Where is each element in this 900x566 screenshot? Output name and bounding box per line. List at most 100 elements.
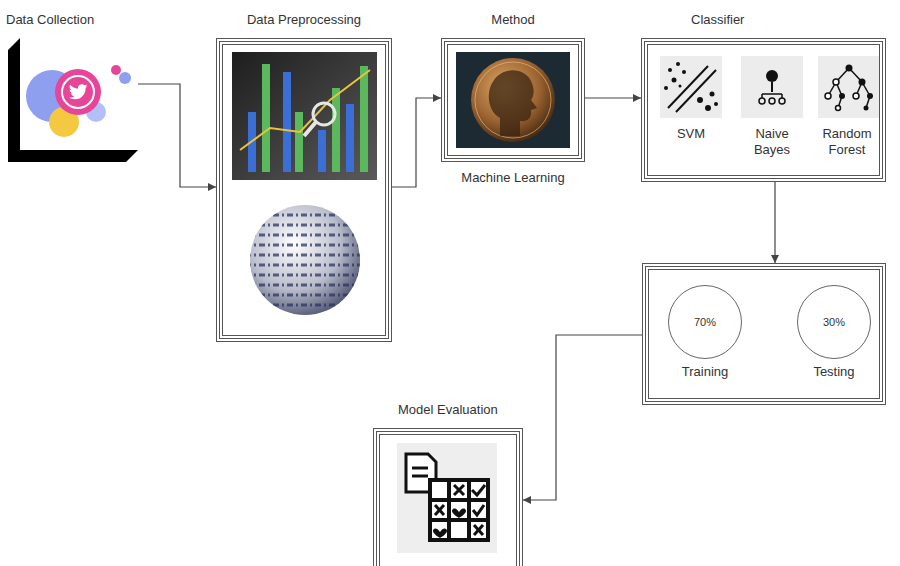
random-forest-icon [818,56,880,118]
random-forest-icon [853,93,859,99]
evaluation-grid-icon [452,509,466,519]
web-sphere-picture [232,195,377,325]
random-forest-icon [839,93,845,99]
web-sphere-picture [245,284,365,287]
evaluation-grid-icon [435,505,444,515]
random-forest-icon [859,79,866,86]
stage-heading: Classifier [691,12,744,28]
evaluation-grid-icon [447,480,451,540]
bar-chart-picture [262,64,270,172]
naive-bayes-icon [741,56,803,118]
evaluation-grid-icon [433,529,447,539]
coin-head-picture [489,70,537,136]
bar-chart-picture [295,112,303,172]
coin-head-picture [456,52,570,148]
evaluation-grid-icon [430,498,488,502]
web-sphere-picture [245,264,365,267]
twitter-bubbles [55,69,101,115]
box-caption: Machine Learning [431,170,595,186]
web-sphere-picture [245,224,365,227]
process-box: Data Preprocessing [216,38,392,342]
svm-icon [705,105,711,111]
random-forest-icon [836,106,841,111]
web-sphere-picture [245,215,365,305]
bar-chart-picture [304,122,316,136]
random-forest-icon [846,65,853,72]
evaluation-grid-icon [472,485,485,495]
process-box: ClassifierSVMNaive BayesRandom Forest [641,38,886,182]
split-box: 70%Training30%Testing [642,263,886,405]
random-forest-icon [864,106,869,111]
evaluation-grid-icon [474,525,483,535]
evaluation-grid-icon [454,485,464,495]
naive-bayes-icon [766,70,778,82]
naive-bayes-icon [779,98,785,104]
svm-icon [714,102,718,106]
random-forest-icon [828,68,870,108]
process-box: MethodMachine Learning [441,38,585,162]
split-percent: 30% [798,314,870,330]
coin-head-picture [456,52,570,148]
random-forest-icon [833,79,839,85]
naive-bayes-icon [762,93,782,95]
stage-heading: Data Collection [6,12,94,28]
twitter-bubbles [119,72,131,84]
bar-chart-picture [318,130,326,172]
bar-chart-picture [232,52,377,180]
random-forest-icon [867,93,873,99]
bar-chart-picture [360,66,368,172]
web-sphere-picture [245,304,365,307]
bar-chart-picture [346,104,354,172]
bar-chart-picture [283,72,291,172]
naive-bayes-icon [741,56,803,118]
coin-head-picture [471,58,555,142]
stage-heading: Model Evaluation [398,402,498,418]
evaluation-grid-icon [430,480,488,540]
split-circle: 70%Training [668,285,742,359]
classifier-item: Naive Bayes [736,52,808,160]
svm-icon [660,56,722,118]
bar-chart-picture [313,103,335,125]
bar-chart-picture [332,88,340,172]
svm-icon [682,70,686,74]
source-box: Data Collection [20,38,138,150]
random-forest-icon [818,56,880,118]
evaluation-grid-icon [467,480,471,540]
svm-icon [710,92,715,97]
split-label: Training [655,364,755,380]
evaluation-grid-icon [397,443,497,553]
split-percent: 70% [669,314,741,330]
evaluation-grid-icon [474,525,483,535]
web-sphere-picture [232,195,377,325]
cube-icon [8,38,138,162]
svm-icon [679,85,682,88]
evaluation-grid-icon [473,505,484,515]
stage-heading: Data Preprocessing [216,12,392,28]
web-sphere-picture [245,294,365,297]
split-circle: 30%Testing [797,285,871,359]
svm-icon [676,70,716,112]
naive-bayes-icon [771,82,773,92]
twitter-bubbles [26,65,131,137]
evaluation-grid-icon [435,505,444,515]
coin-head-picture [475,62,551,138]
twitter-bubbles [62,76,94,108]
svm-icon [676,62,680,66]
flow-arrow [138,84,216,187]
evaluation-grid-icon [397,443,497,553]
stage-heading: Method [441,12,585,28]
svm-icon [664,86,668,90]
flow-arrow [774,182,775,263]
classifier-name: Random Forest [813,126,881,158]
classifier-item: SVM [655,52,727,160]
cube-icon [8,38,138,162]
classifier-name: SVM [655,126,727,142]
evaluation-grid-icon [412,475,428,478]
naive-bayes-icon [769,98,775,104]
web-sphere-picture [245,274,365,277]
svm-icon [697,97,703,103]
bar-chart-picture [240,70,370,150]
naive-bayes-icon [759,98,765,104]
